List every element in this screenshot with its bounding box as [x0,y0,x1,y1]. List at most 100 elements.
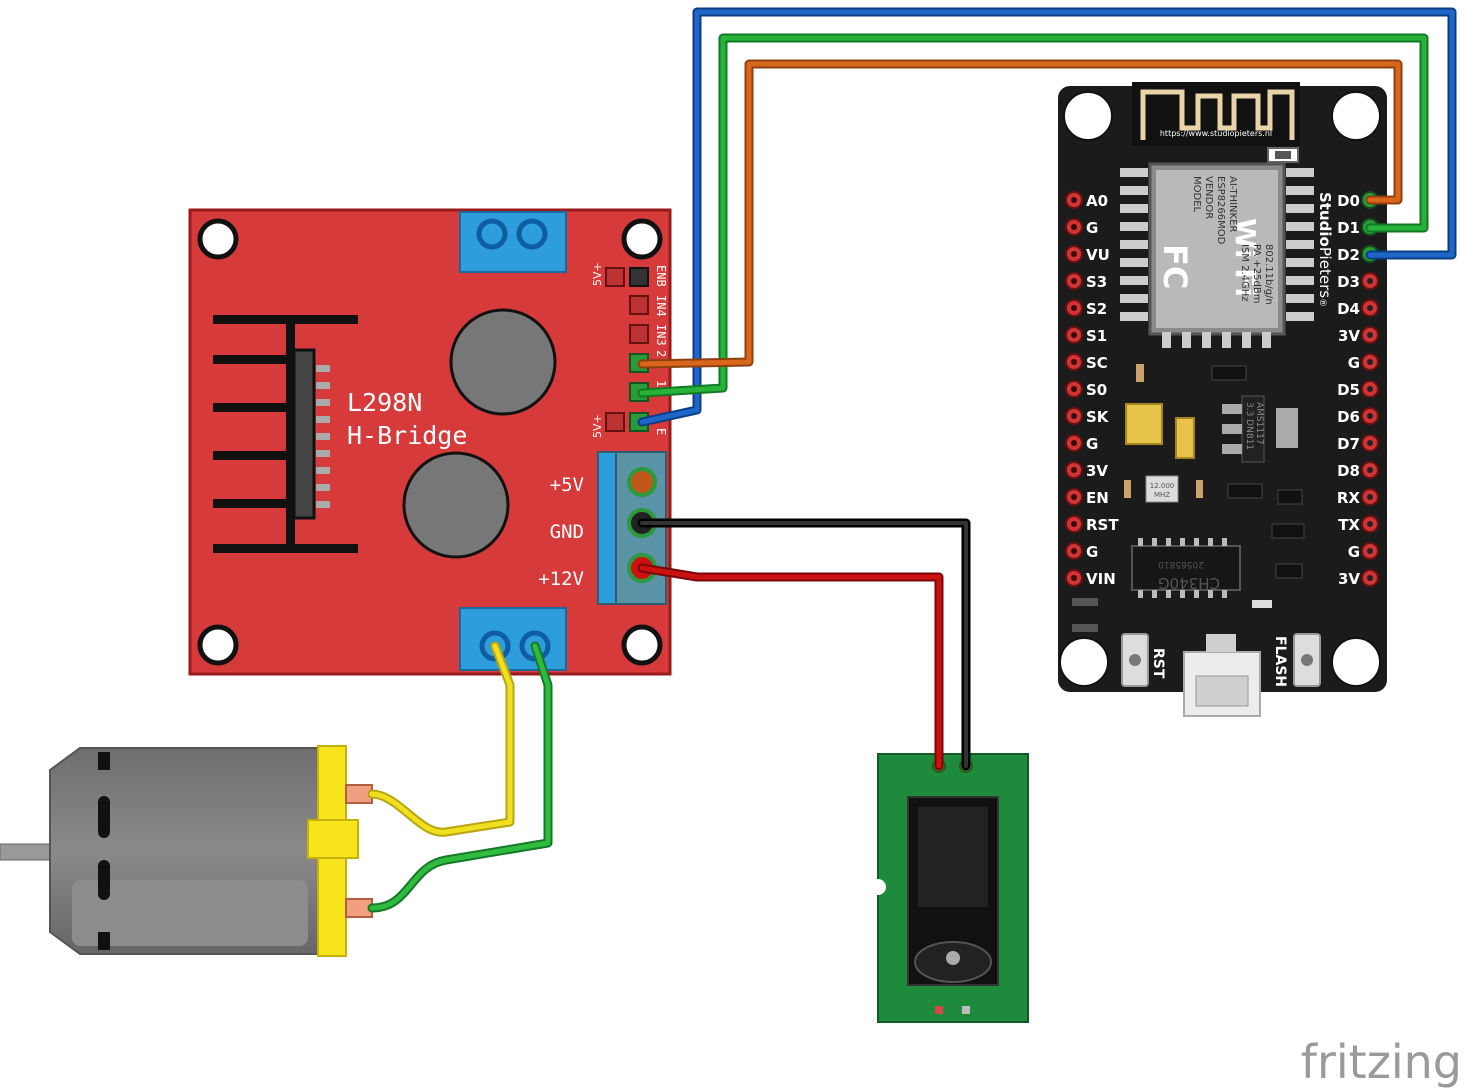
svg-text:VENDOR: VENDOR [1203,176,1214,219]
label-5v: +5V [550,474,584,496]
svg-text:ISM 2.4GHz: ISM 2.4GHz [1239,244,1250,302]
pin-rst-left[interactable]: RST [1065,515,1119,534]
flash-label: FLASH [1272,636,1288,687]
pin-label: G [1348,354,1360,372]
pin-sk-left[interactable]: SK [1065,407,1110,426]
pin-label: D6 [1337,408,1360,426]
dc-motor [0,745,373,957]
pin-d4-right[interactable]: D4 [1337,299,1379,318]
pin-label-in3: IN3 [654,324,668,346]
pin-label: RX [1337,489,1361,507]
pin-label: EN [1086,489,1109,507]
wires [367,7,1457,913]
pin-label: S2 [1086,300,1107,318]
esp8266-module [1120,162,1314,348]
pin-d3-right[interactable]: D3 [1337,272,1379,291]
small-ic [1275,563,1303,579]
l298-chip [292,348,330,520]
pin-d5-right[interactable]: D5 [1337,380,1379,399]
pin-tx-right[interactable]: TX [1338,515,1379,534]
pin-label: SC [1086,354,1108,372]
pin-label: G [1348,543,1360,561]
hbridge-title-line1: L298N [347,388,422,417]
regulator-label: AMS1117 [1254,402,1264,445]
svg-text:PA +25dBm: PA +25dBm [1251,244,1262,303]
module-text: MODEL VENDOR ESP8266MOD AI-THINKER ISM 2… [1191,176,1274,305]
dc-barrel-jack [870,753,1029,1023]
pin-s3-left[interactable]: S3 [1065,272,1107,291]
pin-d8-right[interactable]: D8 [1337,461,1379,480]
tantalum-capacitor [1125,403,1163,445]
micro-usb-port[interactable] [1183,634,1261,717]
mounting-hole [197,624,239,666]
pin-label: RST [1086,516,1119,534]
pin-vin-left[interactable]: VIN [1065,569,1116,588]
fc-mark: FC [1156,244,1194,289]
pin-s1-left[interactable]: S1 [1065,326,1107,345]
svg-text:MODEL: MODEL [1191,176,1202,213]
pin-label: 3V [1338,570,1360,588]
pin-rx-right[interactable]: RX [1337,488,1379,507]
wire-motor-green [367,641,553,913]
pin-label: TX [1338,516,1360,534]
pin-label: D3 [1337,273,1360,291]
wire-black [637,518,971,771]
pin-label: VU [1086,246,1110,264]
pin-g-left[interactable]: G [1065,542,1098,561]
mounting-hole [621,624,663,666]
pin-d7-right[interactable]: D7 [1337,434,1379,453]
wifi-antenna [1132,82,1300,146]
svg-text:20565810: 20565810 [1158,559,1204,569]
capacitor [402,451,510,559]
pin-label: D8 [1337,462,1360,480]
jumper-label-bottom: 5V+ [591,414,604,438]
pin-a0-left[interactable]: A0 [1065,191,1108,210]
pin-label: S3 [1086,273,1107,291]
pin-g-right[interactable]: G [1348,542,1379,561]
pin-en-left[interactable]: EN [1065,488,1109,507]
pin-label: D5 [1337,381,1360,399]
pin-label-ena: E [654,428,668,435]
pin-label: S1 [1086,327,1107,345]
flash-button[interactable] [1293,633,1321,687]
svg-text:AI-THINKER: AI-THINKER [1227,176,1238,232]
pin-g-right[interactable]: G [1348,353,1379,372]
small-ic [1227,483,1263,499]
pin-label: 3V [1086,462,1108,480]
pin-d6-right[interactable]: D6 [1337,407,1379,426]
board-url: https://www.studiopieters.nl [1160,129,1272,138]
rst-button[interactable] [1121,633,1149,687]
pin-s0-left[interactable]: S0 [1065,380,1107,399]
small-ic [1271,523,1305,539]
svg-text:ESP8266MOD: ESP8266MOD [1215,176,1226,245]
mounting-hole [1331,91,1381,141]
hbridge-title-line2: H-Bridge [347,421,467,450]
small-ic [1277,489,1303,505]
pin-vu-left[interactable]: VU [1065,245,1110,264]
pin-label: G [1086,435,1098,453]
ch340g-chip [1131,538,1241,598]
heatsink [213,315,358,553]
resistor [1136,364,1144,382]
capacitor [449,308,557,416]
pin-label: S0 [1086,381,1107,399]
pin-3v-left[interactable]: 3V [1065,461,1108,480]
pin-label-enb: ENB [654,265,668,287]
pin-label: G [1086,543,1098,561]
motor-b-terminal [459,211,567,273]
pin-g-left[interactable]: G [1065,434,1098,453]
pin-3v-right[interactable]: 3V [1338,326,1379,345]
rst-label: RST [1150,648,1166,679]
svg-text:MHZ: MHZ [1154,491,1170,499]
pin-sc-left[interactable]: SC [1065,353,1108,372]
wire-red [637,563,944,771]
jumper-label-top: 5V+ [591,262,604,286]
pin-3v-right[interactable]: 3V [1338,569,1379,588]
pin-g-left[interactable]: G [1065,218,1098,237]
ch340g-label: CH340G [1158,574,1220,592]
svg-text:12.000: 12.000 [1150,482,1175,490]
mounting-hole [1059,637,1109,687]
pin-label-in1: 1 [654,380,668,387]
pin-s2-left[interactable]: S2 [1065,299,1107,318]
